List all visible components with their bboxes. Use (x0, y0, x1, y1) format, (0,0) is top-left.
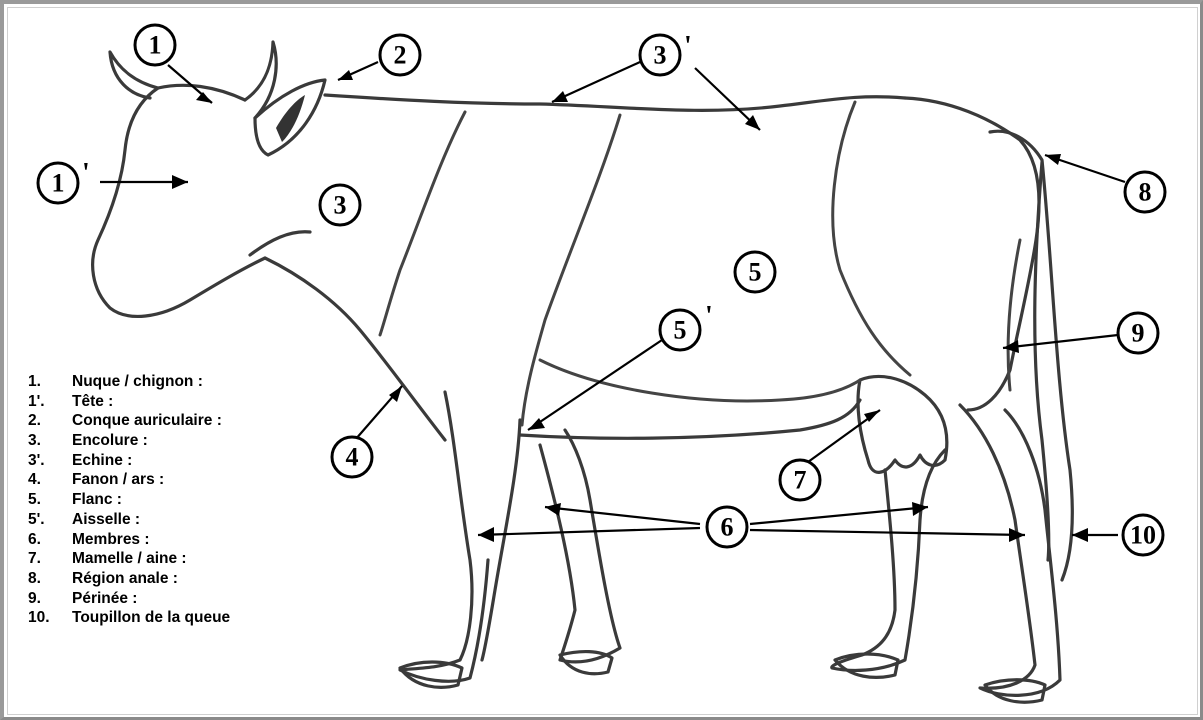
legend-item: 1'.Tête : (28, 392, 230, 412)
callout-6-label: 6 (721, 513, 734, 542)
legend-item: 5'.Aisselle : (28, 510, 230, 530)
callout-8-label: 8 (1139, 178, 1152, 207)
legend-text: Conque auriculaire : (72, 412, 222, 429)
legend-text: Nuque / chignon : (72, 373, 203, 390)
legend-text: Mamelle / aine : (72, 550, 187, 567)
callout-1-label: 1 (149, 31, 162, 60)
legend-num: 7. (28, 549, 72, 569)
callout-1: 1 (135, 25, 175, 65)
legend-num: 3. (28, 431, 72, 451)
callout-9: 9 (1118, 313, 1158, 353)
callout-1-prime: 1 ' (38, 158, 90, 203)
legend-text: Flanc : (72, 491, 122, 508)
legend-text: Tête : (72, 393, 113, 410)
legend-num: 10. (28, 608, 72, 628)
legend-text: Aisselle : (72, 511, 140, 528)
legend-item: 6.Membres : (28, 530, 230, 550)
callout-2-label: 2 (394, 41, 407, 70)
legend-num: 1'. (28, 392, 72, 412)
callout-3: 3 (320, 185, 360, 225)
callout-5-prime-mark: ' (705, 301, 713, 332)
legend-num: 4. (28, 470, 72, 490)
region-lines (380, 102, 1020, 425)
callout-1-prime-label: 1 (52, 169, 65, 198)
callout-3-prime-mark: ' (684, 31, 692, 62)
legend-num: 5'. (28, 510, 72, 530)
legend-item: 10.Toupillon de la queue (28, 608, 230, 628)
legend-num: 6. (28, 530, 72, 550)
legend-num: 9. (28, 589, 72, 609)
callout-4: 4 (332, 437, 372, 477)
legend-item: 3.Encolure : (28, 431, 230, 451)
legend: 1.Nuque / chignon : 1'.Tête : 2.Conque a… (28, 372, 230, 628)
callout-6: 6 (707, 507, 747, 547)
legend-text: Fanon / ars : (72, 471, 164, 488)
legend-text: Périnée : (72, 590, 137, 607)
callout-3-label: 3 (334, 191, 347, 220)
legend-num: 1. (28, 372, 72, 392)
legend-item: 2.Conque auriculaire : (28, 411, 230, 431)
legend-item: 1.Nuque / chignon : (28, 372, 230, 392)
callout-7-label: 7 (794, 466, 807, 495)
legend-text: Toupillon de la queue (72, 609, 230, 626)
callout-5: 5 (735, 252, 775, 292)
legend-text: Membres : (72, 531, 150, 548)
callout-7: 7 (780, 460, 820, 500)
callout-1-prime-mark: ' (82, 158, 90, 189)
callout-10: 10 (1123, 515, 1163, 555)
legend-item: 8.Région anale : (28, 569, 230, 589)
ear-shadow (276, 95, 305, 142)
legend-num: 2. (28, 411, 72, 431)
callout-8: 8 (1125, 172, 1165, 212)
legend-item: 5.Flanc : (28, 490, 230, 510)
cow-outline (93, 42, 1073, 702)
legend-text: Encolure : (72, 432, 148, 449)
legend-num: 5. (28, 490, 72, 510)
callout-5-prime-label: 5 (674, 316, 687, 345)
legend-item: 4.Fanon / ars : (28, 470, 230, 490)
callout-4-label: 4 (346, 443, 359, 472)
callout-5-label: 5 (749, 258, 762, 287)
legend-item: 9.Périnée : (28, 589, 230, 609)
legend-num: 3'. (28, 451, 72, 471)
legend-item: 7.Mamelle / aine : (28, 549, 230, 569)
callout-9-label: 9 (1132, 319, 1145, 348)
callout-5-prime: 5 ' (660, 301, 713, 350)
callout-3-prime-label: 3 (654, 41, 667, 70)
callout-3-prime: 3 ' (640, 31, 692, 75)
callout-2: 2 (380, 35, 420, 75)
legend-item: 3'.Echine : (28, 451, 230, 471)
legend-text: Région anale : (72, 570, 178, 587)
callout-10-label: 10 (1130, 521, 1156, 550)
legend-num: 8. (28, 569, 72, 589)
legend-text: Echine : (72, 452, 132, 469)
